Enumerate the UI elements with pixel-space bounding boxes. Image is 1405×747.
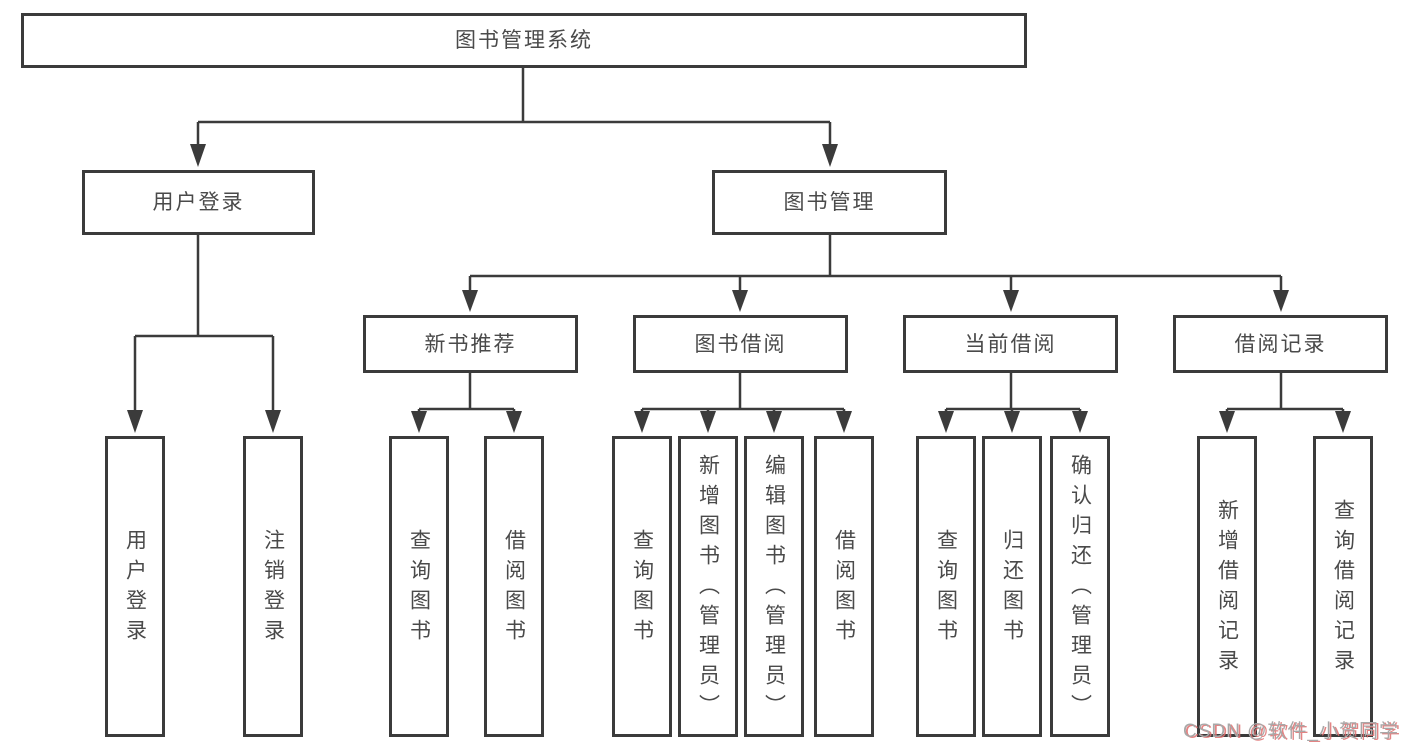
leaf-borrow-books: 借阅图书 [814,436,874,737]
leaf-add-borrow-record: 新增借阅记录 [1197,436,1257,737]
leaf-return-books: 归还图书 [982,436,1042,737]
leaf-query-books-current: 查询图书 [916,436,976,737]
leaf-user-login: 用户登录 [105,436,165,737]
connector-mgmt-to-level3 [462,235,1289,312]
leaf-edit-books-admin: 编辑图书（管理员） [744,436,804,737]
leaf-query-books-recommend: 查询图书 [389,436,449,737]
node-book-borrow: 图书借阅 [633,315,848,373]
leaf-confirm-return-admin: 确认归还（管理员） [1050,436,1110,737]
connector-records-to-leaves [1219,373,1351,433]
node-book-management: 图书管理 [712,170,947,235]
node-new-book-recommend: 新书推荐 [363,315,578,373]
leaf-query-borrow-record: 查询借阅记录 [1313,436,1373,737]
connector-borrow-to-leaves [634,373,852,433]
node-user-login: 用户登录 [82,170,315,235]
connector-current-to-leaves [938,373,1088,433]
connector-root-to-level2 [190,68,838,167]
leaf-borrow-books-recommend: 借阅图书 [484,436,544,737]
connector-login-to-leaves [127,235,281,433]
leaf-query-books-borrow: 查询图书 [612,436,672,737]
csdn-watermark: CSDN @软件_小贺同学 [1183,721,1399,742]
node-root-system: 图书管理系统 [21,13,1027,68]
node-current-borrow: 当前借阅 [903,315,1118,373]
node-borrow-records: 借阅记录 [1173,315,1388,373]
leaf-add-books-admin: 新增图书（管理员） [678,436,738,737]
connector-recommend-to-leaves [411,373,522,433]
leaf-logout: 注销登录 [243,436,303,737]
